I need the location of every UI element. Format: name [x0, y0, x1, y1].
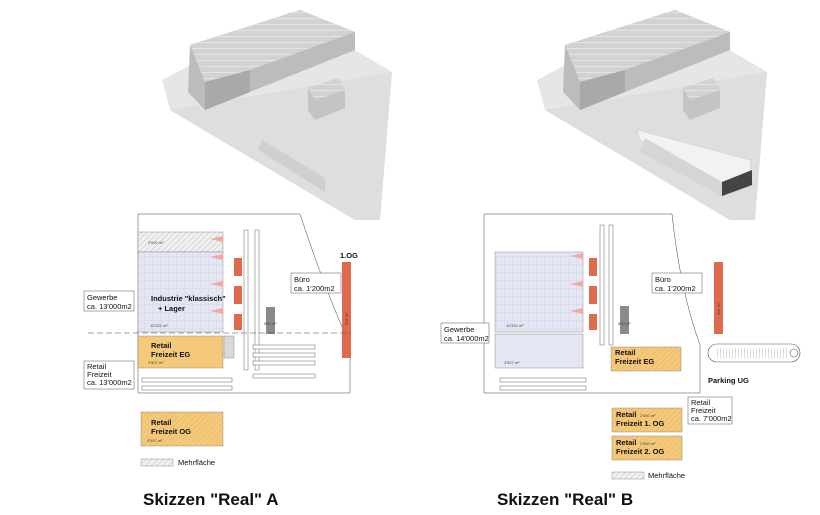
side-block [223, 335, 235, 359]
red-block [589, 286, 597, 304]
model-render-b [537, 10, 767, 220]
buero-callout-line-1: Büro [655, 275, 671, 284]
retail-eg-label-2: Freizeit EG [615, 357, 654, 366]
retail-eg-label-1: Retail [615, 348, 635, 357]
column-strip [243, 229, 249, 371]
retail-eg-label-2: Freizeit EG [151, 350, 190, 359]
site-plan-a: 2'000 m² Industrie "klassisch" + Lager 1… [83, 213, 358, 509]
retail-callout-line-1: Retail [87, 362, 107, 371]
column-strip [599, 224, 605, 346]
gewerbe-callout-line-1: Gewerbe [444, 325, 474, 334]
buero-callout [290, 272, 342, 294]
retail-eg-label-1: Retail [151, 341, 171, 350]
retail-callout [687, 396, 733, 425]
small-block [620, 306, 629, 334]
industrie-zone [137, 251, 224, 333]
arrow-marker [210, 281, 223, 287]
retail-og-label-2: Freizeit OG [151, 427, 191, 436]
retail-eg-zone [137, 335, 224, 369]
caption-a: Skizzen "Real" A [143, 490, 278, 509]
small-block-area: 550 m² [618, 321, 631, 326]
retail-1og-label-1: Retail [616, 410, 636, 419]
gewerbe-callout [440, 322, 490, 344]
parking-ramp [789, 348, 799, 358]
red-block [589, 258, 597, 276]
retail-og-area: 3'907 m² [147, 438, 163, 443]
top-hatch-area-value: 2'000 m² [148, 240, 164, 245]
small-block [266, 307, 275, 334]
retail-callout-line-1: Retail [691, 398, 711, 407]
arrow-marker [570, 308, 583, 314]
retail-2og-area: 2'000 m² [640, 441, 656, 446]
red-bar-area: 605 m² [344, 312, 349, 325]
row-strip [252, 344, 316, 350]
retail-2og-label-1: Retail [616, 438, 636, 447]
retail-1og-label-2: Freizeit 1. OG [616, 419, 665, 428]
retail-callout-line-3: ca. 7'000m2 [691, 414, 732, 423]
parking-label: Parking UG [708, 376, 749, 385]
row-strip [252, 373, 316, 379]
retail-1og-zone [611, 407, 683, 433]
red-block [234, 258, 242, 276]
industrie-label-1: Industrie "klassisch" [151, 294, 226, 303]
lower-zone [494, 333, 584, 369]
lower-area-value: 3'907 m² [504, 360, 520, 365]
caption-b: Skizzen "Real" B [497, 490, 633, 509]
legend-swatch [140, 458, 174, 467]
red-bar-area: 605 m² [716, 302, 721, 315]
column-strip [608, 224, 614, 346]
retail-2og-label-2: Freizeit 2. OG [616, 447, 665, 456]
industrie-zone [494, 251, 584, 333]
retail-2og-zone [611, 435, 683, 461]
row-strip [499, 385, 587, 391]
row-strip [141, 377, 233, 383]
legend-swatch [611, 471, 645, 480]
legend-label: Mehrfläche [648, 471, 685, 480]
small-block-area: 550 m² [264, 321, 277, 326]
arrow-marker [570, 281, 583, 287]
industrie-area-value: 10'322 m² [150, 323, 168, 328]
parking-stalls [716, 348, 788, 358]
retail-og-zone [140, 411, 224, 447]
red-block [234, 286, 242, 304]
red-bar [714, 262, 723, 334]
red-block [589, 314, 597, 330]
gewerbe-callout-line-2: ca. 14'000m2 [444, 334, 489, 343]
retail-callout-line-2: Freizeit [87, 370, 113, 379]
retail-eg-zone [610, 346, 682, 372]
buero-callout-line-1: Büro [294, 275, 310, 284]
retail-callout [83, 360, 135, 390]
row-strip [499, 377, 587, 383]
buero-callout [651, 272, 703, 294]
floor-label: 1.OG [340, 251, 358, 260]
site-plan-b: 10'322 m² 3'907 m² 550 m² 605 m² Retail … [440, 213, 801, 509]
industrie-area-value: 10'322 m² [506, 323, 524, 328]
red-bar [342, 262, 351, 358]
row-strip [141, 385, 233, 391]
arrow-marker [210, 236, 223, 242]
row-strip [252, 360, 316, 366]
model-render-a [162, 10, 392, 220]
retail-og-label-1: Retail [151, 418, 171, 427]
retail-callout-line-3: ca. 13'000m2 [87, 378, 132, 387]
gewerbe-callout [83, 290, 135, 312]
red-block [234, 314, 242, 330]
retail-1og-area: 2'000 m² [640, 413, 656, 418]
buero-callout-line-2: ca. 1'200m2 [294, 284, 335, 293]
arrow-marker [210, 308, 223, 314]
retail-eg-area: 3'907 m² [148, 360, 164, 365]
arrow-marker [210, 254, 223, 260]
row-strip [252, 352, 316, 358]
legend-label: Mehrfläche [178, 458, 215, 467]
gewerbe-callout-line-1: Gewerbe [87, 293, 117, 302]
buero-callout-line-2: ca. 1'200m2 [655, 284, 696, 293]
industrie-label-2: + Lager [158, 304, 185, 313]
retail-callout-line-2: Freizeit [691, 406, 717, 415]
gewerbe-callout-line-2: ca. 13'000m2 [87, 302, 132, 311]
arrow-marker [570, 253, 583, 259]
column-strip [254, 229, 260, 371]
